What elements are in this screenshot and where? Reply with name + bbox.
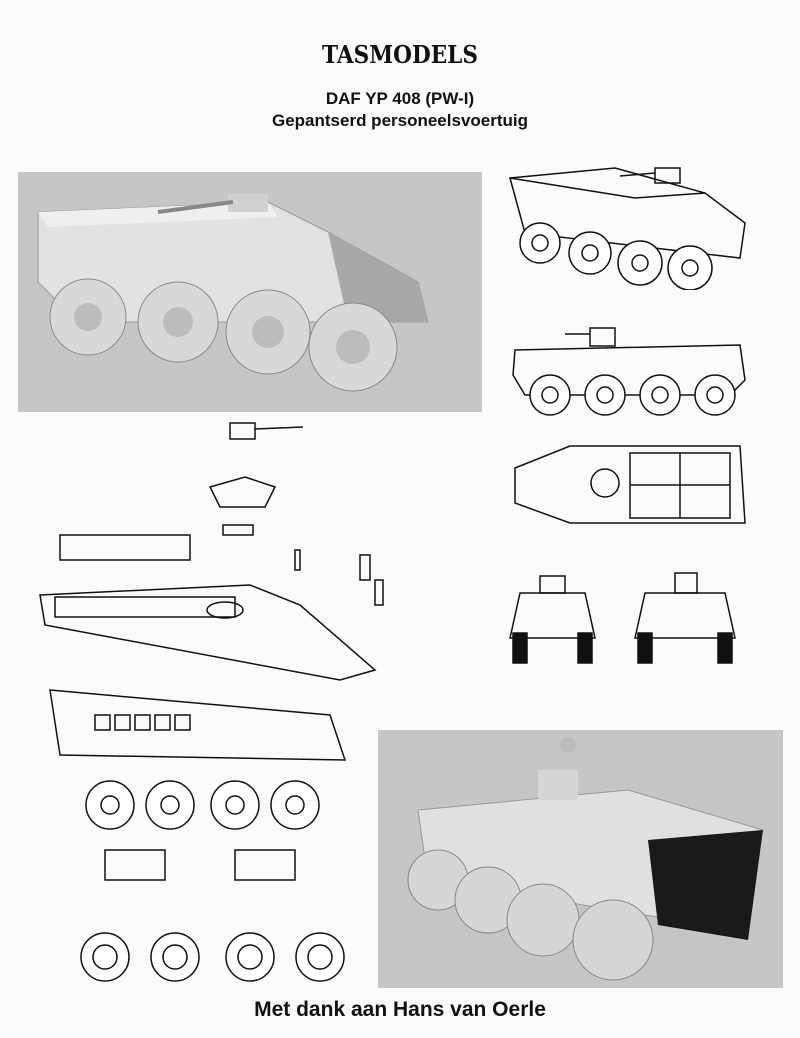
render-front-perspective <box>378 730 783 988</box>
render-side-perspective <box>18 172 482 412</box>
model-description: Gepantserd personeelsvoertuig <box>271 111 529 130</box>
brand-title: TASMODELS <box>322 40 478 69</box>
parts-weapon-turret <box>208 422 304 536</box>
drawing-rear-view <box>634 572 736 664</box>
model-name: DAF YP 408 (PW-I) <box>325 89 475 108</box>
drawing-top-view <box>514 445 746 524</box>
drawing-isometric <box>509 167 746 290</box>
drawing-side-view <box>512 327 746 416</box>
drawing-front-view <box>509 575 596 664</box>
parts-hull-upper <box>39 534 384 681</box>
footer-credit: Met dank aan Hans van Oerle <box>254 998 546 1021</box>
parts-lower-hull-wheels <box>49 689 347 982</box>
